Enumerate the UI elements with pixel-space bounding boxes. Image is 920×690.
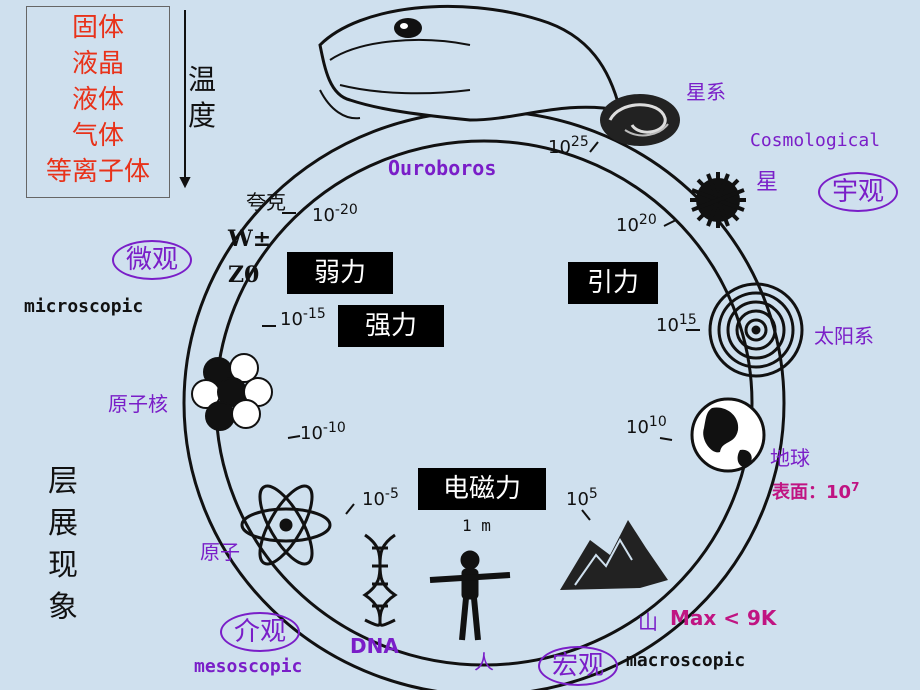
wz-label: W± bbox=[228, 226, 272, 252]
one-meter-label: 1 m bbox=[462, 516, 491, 535]
atom-icon bbox=[240, 484, 332, 566]
phase-gas: 气体 bbox=[71, 121, 124, 151]
force-gravity: 引力 bbox=[568, 262, 658, 304]
earth-icon bbox=[690, 397, 766, 473]
force-strong: 强力 bbox=[338, 305, 444, 347]
tick-label: 10-20 bbox=[312, 202, 358, 226]
mountain-note: Max < 9K bbox=[670, 606, 777, 630]
meso-oval: 介观 bbox=[220, 612, 300, 652]
mesoscopic-label: mesoscopic bbox=[194, 656, 303, 677]
snake-head-icon bbox=[318, 4, 623, 122]
quark-label: 夸克 bbox=[246, 190, 286, 214]
ouroboros-label: Ouroboros bbox=[388, 156, 497, 180]
phase-liquid: 液体 bbox=[71, 85, 124, 115]
side-label-2: 展 bbox=[48, 506, 78, 541]
force-electromagnetic: 电磁力 bbox=[418, 468, 546, 510]
temperature-arrow-icon bbox=[179, 10, 191, 189]
force-weak: 弱力 bbox=[287, 252, 393, 294]
solar-system-icon bbox=[708, 282, 804, 378]
star-icon bbox=[690, 172, 746, 228]
earth-label: 地球 bbox=[770, 446, 810, 470]
tick-label: 10-5 bbox=[362, 486, 399, 510]
tick-label: 105 bbox=[566, 486, 598, 510]
star-label: 星 bbox=[756, 170, 779, 195]
temperature-label-2: 度 bbox=[188, 99, 217, 132]
temperature-label-1: 温 bbox=[188, 63, 217, 96]
mountain-label: 山 bbox=[638, 610, 658, 634]
phase-solid: 固体 bbox=[71, 13, 124, 43]
macroscopic-label: macroscopic bbox=[626, 650, 746, 671]
galaxy-icon bbox=[600, 94, 680, 146]
earth-note: 表面：107 bbox=[772, 480, 860, 503]
tick-label: 1020 bbox=[616, 212, 657, 236]
nucleus-icon bbox=[191, 353, 273, 431]
side-label-3: 现 bbox=[48, 548, 78, 583]
micro-oval: 微观 bbox=[112, 240, 192, 280]
side-label-1: 层 bbox=[48, 464, 78, 499]
tick-label: 1010 bbox=[626, 414, 667, 438]
microscopic-label: microscopic bbox=[24, 296, 144, 317]
nucleus-label: 原子核 bbox=[108, 392, 168, 416]
z0-label: Z0 bbox=[228, 262, 260, 288]
atom-label: 原子 bbox=[200, 540, 240, 564]
macro-oval: 宏观 bbox=[538, 646, 618, 686]
mountain-icon bbox=[560, 520, 668, 590]
phase-plasma: 等离子体 bbox=[45, 157, 150, 187]
tick-label: 10-10 bbox=[300, 420, 346, 444]
dna-icon bbox=[362, 533, 398, 627]
tick-label: 1015 bbox=[656, 312, 697, 336]
side-label-4: 象 bbox=[48, 590, 78, 625]
cosmological-label: Cosmological bbox=[750, 130, 881, 151]
cosmo-oval: 宇观 bbox=[818, 172, 898, 212]
human-icon bbox=[429, 550, 511, 641]
phase-liquid-crystal: 液晶 bbox=[71, 49, 124, 79]
dna-label: DNA bbox=[350, 634, 399, 658]
solar-system-label: 太阳系 bbox=[814, 324, 874, 348]
tick-label: 10-15 bbox=[280, 306, 326, 330]
human-label: 人 bbox=[474, 650, 494, 674]
phase-list: 固体 液晶 液体 气体 等离子体 bbox=[26, 6, 170, 198]
tick-label: 1025 bbox=[548, 134, 589, 158]
galaxy-label: 星系 bbox=[686, 80, 726, 104]
